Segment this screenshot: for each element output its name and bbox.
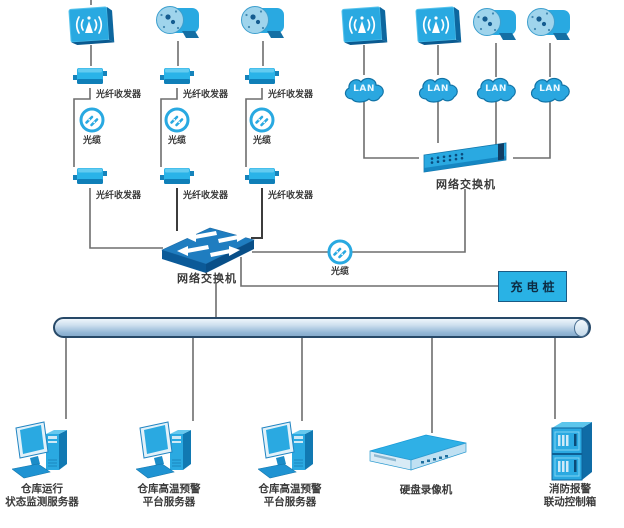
charging-pile-box: 充电桩 [498,271,567,302]
network-switch-label: 网络交换机 [436,178,496,191]
server-label-line1: 仓库运行 [21,483,63,495]
fiber-cable-icon [327,239,353,265]
fiber-cable-label: 光缆 [167,136,186,146]
fiber-transceiver-label: 光纤收发器 [96,191,142,201]
fiber-transceiver-label: 光纤收发器 [268,90,314,100]
fiber-transceiver-label: 光纤收发器 [183,90,229,100]
fire-alarm-label: 消防报警 联动控制箱 [505,483,624,509]
fiber-cable-label: 光缆 [82,136,101,146]
wireless-ap-icon [413,3,463,47]
server-label: 仓库高温预警 平台服务器 [225,483,355,509]
lan-cloud: LAN [474,77,518,105]
server-label: 仓库高温预警 平台服务器 [104,483,234,509]
server-label-line2: 平台服务器 [263,496,317,508]
camera-icon [240,5,288,43]
server-label-line2: 状态监测服务器 [5,496,79,508]
server-icon [257,420,324,482]
lan-label: LAN [485,84,507,94]
fiber-transceiver-label: 光纤收发器 [96,90,142,100]
fire-alarm-label-line2: 联动控制箱 [543,496,597,508]
lan-label: LAN [539,84,561,94]
wireless-ap-icon [66,3,116,47]
dvr-label: 硬盘录像机 [361,484,491,497]
fiber-transceiver-icon [160,66,194,88]
lan-cloud: LAN [528,77,572,105]
server-label-line1: 仓库高温预警 [258,483,322,495]
fiber-transceiver-icon [73,166,107,188]
lan-label: LAN [427,84,449,94]
server-icon [11,420,78,482]
network-switch-icon [418,138,514,180]
fiber-cable-label: 光缆 [252,136,271,146]
fire-alarm-cabinet-icon [546,420,598,482]
fire-alarm-label-line1: 消防报警 [549,483,591,495]
bus-end-cap [574,319,589,337]
camera-icon [155,5,203,43]
camera-icon [472,7,520,45]
fiber-transceiver-label: 光纤收发器 [268,191,314,201]
charging-pile-label: 充电桩 [510,280,559,294]
server-icon [135,420,202,482]
fiber-cable-icon [164,107,190,133]
fiber-transceiver-icon [245,66,279,88]
fiber-cable-icon [249,107,275,133]
wireless-ap-icon [339,3,389,47]
fiber-cable-icon [79,107,105,133]
fiber-transceiver-icon [160,166,194,188]
fiber-transceiver-icon [245,166,279,188]
network-switch-icon [160,224,256,274]
lan-label: LAN [353,84,375,94]
camera-icon [526,7,574,45]
lan-cloud: LAN [342,77,386,105]
backbone-bus [53,317,591,338]
fiber-transceiver-label: 光纤收发器 [183,191,229,201]
fiber-cable-label: 光缆 [330,267,349,277]
server-label: 仓库运行 状态监测服务器 [0,483,107,509]
network-switch-label: 网络交换机 [177,272,237,285]
server-label-line2: 平台服务器 [142,496,196,508]
fiber-transceiver-icon [73,66,107,88]
server-label-line1: 仓库高温预警 [137,483,201,495]
lan-cloud: LAN [416,77,460,105]
dvr-icon [366,432,468,474]
dvr-label-line1: 硬盘录像机 [399,484,453,496]
